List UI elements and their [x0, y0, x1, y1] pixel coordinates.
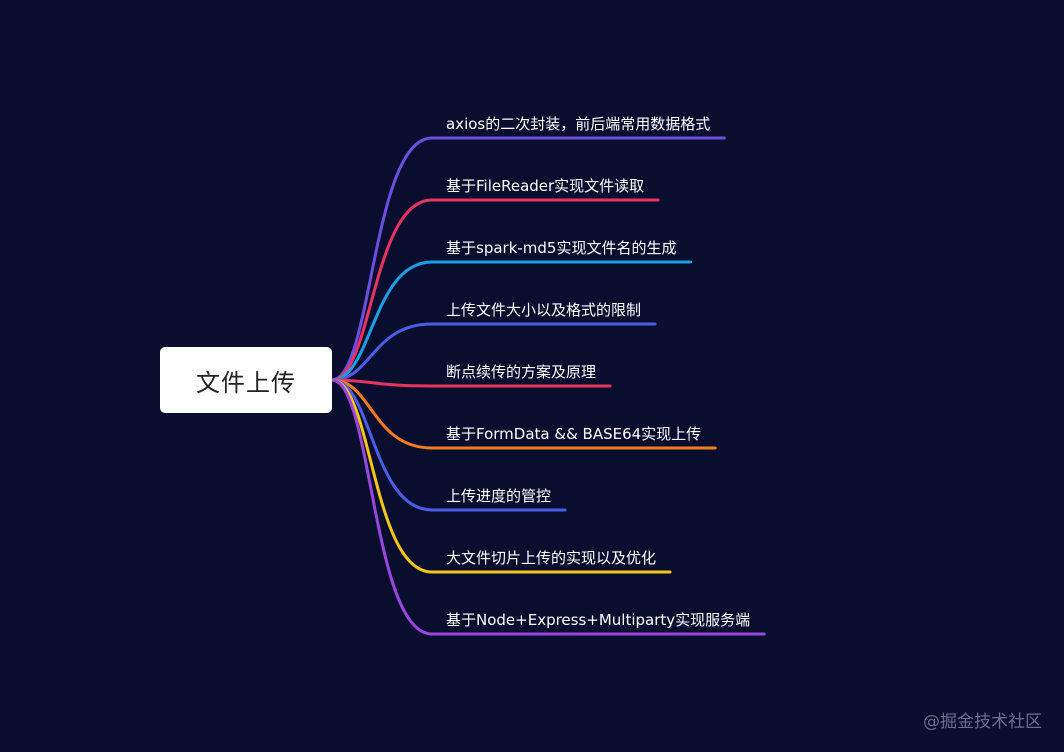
root-label: 文件上传 [196, 368, 296, 397]
watermark: @掘金技术社区 [923, 712, 1042, 732]
edge-branch-6 [330, 378, 717, 450]
branch-label-2[interactable]: 基于FileReader实现文件读取 [446, 177, 645, 195]
edge-branch-4 [330, 322, 657, 382]
branch-label-8[interactable]: 大文件切片上传的实现以及优化 [446, 549, 657, 567]
branch-label-1[interactable]: axios的二次封装，前后端常用数据格式 [446, 115, 711, 133]
branch-label-5[interactable]: 断点续传的方案及原理 [446, 363, 597, 381]
branch-label-6[interactable]: 基于FormData && BASE64实现上传 [446, 425, 702, 443]
edge-branch-9 [330, 378, 766, 636]
edge-branch-2 [330, 198, 660, 382]
edge-branch-1 [330, 136, 726, 382]
edge-branch-5 [330, 378, 612, 388]
branch-label-4[interactable]: 上传文件大小以及格式的限制 [446, 301, 642, 319]
branch-label-9[interactable]: 基于Node+Express+Multiparty实现服务端 [446, 611, 751, 629]
root-node[interactable]: 文件上传 [160, 347, 332, 413]
edge-branch-7 [330, 378, 567, 512]
branch-label-3[interactable]: 基于spark-md5实现文件名的生成 [446, 239, 677, 257]
branch-label-7[interactable]: 上传进度的管控 [446, 487, 552, 505]
edge-branch-3 [330, 260, 692, 382]
